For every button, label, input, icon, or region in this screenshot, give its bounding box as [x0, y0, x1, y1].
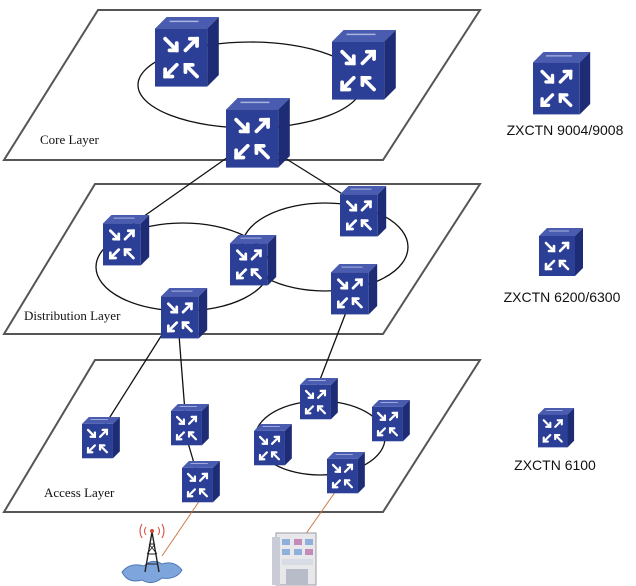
distribution-switch-2: [228, 233, 278, 287]
access-switch-3: [180, 459, 221, 504]
radio-tower-icon: [121, 523, 183, 584]
access-switch-4: [298, 376, 339, 421]
legend-icon-small: [536, 406, 576, 449]
core-layer-label: Core Layer: [40, 132, 100, 147]
legend-icon-large: [531, 50, 592, 117]
access-switch-7: [325, 450, 366, 495]
distribution-switch-4: [159, 286, 209, 340]
access-switch-1: [80, 415, 121, 460]
office-building-icon: [272, 532, 317, 586]
access-switch-5: [370, 398, 411, 443]
distribution-layer-label: Distribution Layer: [24, 308, 121, 323]
legend: ZXCTN 9004/9008 ZXCTN 6200/6300 ZXCTN 61…: [504, 50, 624, 473]
legend-label-large: ZXCTN 9004/9008: [507, 122, 624, 138]
distribution-switch-1: [101, 213, 151, 267]
access-layer-plane: Access Layer: [2, 359, 482, 513]
core-switch-1: [153, 15, 221, 89]
feed-line-tower: [161, 499, 201, 557]
legend-label-small: ZXCTN 6100: [514, 457, 596, 473]
legend-label-medium: ZXCTN 6200/6300: [504, 289, 621, 305]
distribution-switch-3: [338, 184, 388, 238]
core-switch-2: [330, 28, 398, 102]
distribution-switch-5: [329, 262, 379, 316]
link-core-to-dist-left: [129, 149, 239, 227]
access-switch-2: [169, 402, 210, 447]
access-layer-label: Access Layer: [44, 485, 115, 500]
legend-icon-medium: [537, 226, 585, 278]
access-switch-6: [252, 422, 293, 467]
core-switch-3: [224, 96, 292, 170]
link-dist-to-access-ring: [315, 301, 351, 391]
link-dist-to-access-a: [102, 321, 171, 429]
